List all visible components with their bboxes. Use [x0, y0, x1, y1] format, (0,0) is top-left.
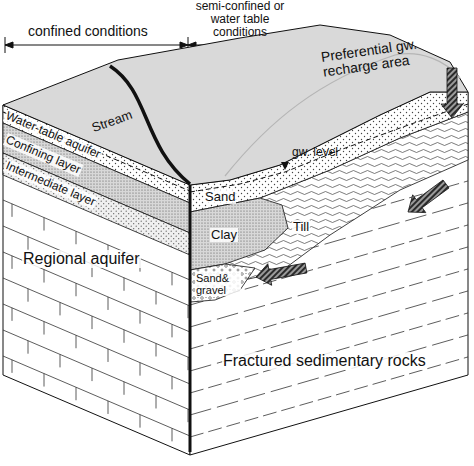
- bedrock-joint: [44, 270, 45, 283]
- bedrock-joint: [124, 330, 125, 343]
- water-table-symbol: [281, 162, 289, 170]
- diagram-label: Clay: [210, 228, 238, 242]
- bedrock-line: [3, 382, 190, 462]
- bracket-arrowhead: [5, 42, 13, 48]
- diagram-label: Preferential gw. recharge area: [320, 32, 455, 81]
- bedrock-joint: [156, 343, 157, 356]
- bedrock-joint: [12, 204, 13, 217]
- bedrock-joint: [12, 256, 13, 269]
- bedrock-joint: [28, 393, 29, 406]
- bedrock-joint: [188, 461, 189, 466]
- bedrock-joint: [76, 335, 77, 348]
- bedrock-joint: [188, 305, 189, 318]
- bedrock-line: [190, 313, 468, 393]
- diagram-label: gw. level: [292, 146, 338, 159]
- recharge-arrow: [441, 68, 463, 118]
- diagram-label: Fractured sedimentary rocks: [222, 352, 427, 370]
- bedrock-joint: [44, 218, 45, 231]
- bedrock-joint: [108, 349, 109, 362]
- bedrock-joint: [172, 324, 173, 337]
- diagram-label: Sand: [204, 190, 236, 204]
- bedrock-joint: [44, 374, 45, 387]
- bedrock-joint: [140, 415, 141, 428]
- bedrock-joint: [92, 368, 93, 381]
- bedrock-line: [190, 335, 468, 415]
- bedrock-joint: [140, 311, 141, 324]
- diagram-label: Sand& gravel: [195, 272, 241, 296]
- diagram-label: Intermediate layer: [3, 159, 98, 209]
- bedrock-joint: [12, 360, 13, 373]
- bedrock-joint: [60, 406, 61, 419]
- bedrock-joint: [124, 434, 125, 447]
- bedrock-joint: [76, 283, 77, 296]
- bedrock-line: [3, 304, 190, 384]
- bedrock-joint: [172, 376, 173, 389]
- clay-unit: [190, 198, 288, 270]
- bedrock-joint: [124, 382, 125, 395]
- bedrock-joint: [156, 395, 157, 408]
- front-edge: [189, 185, 192, 452]
- bedrock-joint: [44, 322, 45, 335]
- diagram-label: semi-confined or water table conditions: [190, 0, 290, 40]
- bedrock-joint: [60, 354, 61, 367]
- recharge-arrow: [408, 180, 449, 213]
- diagram-label: Stream: [90, 108, 134, 136]
- bedrock-joint: [172, 272, 173, 285]
- bedrock-line: [3, 278, 190, 358]
- bedrock-joint: [188, 357, 189, 370]
- bedrock-joint: [92, 420, 93, 433]
- diagram-label: Till: [292, 220, 310, 234]
- bedrock-joint: [28, 289, 29, 302]
- bedrock-line: [190, 291, 468, 371]
- sand-gravel-unit: [190, 264, 255, 302]
- bedrock-joint: [28, 341, 29, 354]
- bedrock-joint: [108, 297, 109, 310]
- land-surface: [3, 25, 468, 185]
- bedrock-line: [190, 225, 468, 305]
- bedrock-joint: [156, 447, 157, 460]
- bedrock-joint: [124, 278, 125, 291]
- bedrock-joint: [156, 291, 157, 304]
- bedrock-line: [3, 330, 190, 410]
- bedrock-line: [3, 356, 190, 436]
- bedrock-line: [190, 269, 468, 349]
- bedrock-joint: [108, 401, 109, 414]
- bedrock-joint: [140, 363, 141, 376]
- bedrock-joint: [28, 237, 29, 250]
- recharge-arrows: [256, 68, 463, 285]
- groundwater-level-line: [190, 104, 468, 192]
- bedrock-joint: [172, 428, 173, 441]
- recharge-arrow: [256, 263, 307, 285]
- bedrock-joint: [76, 231, 77, 244]
- diagram-label: confined conditions: [28, 24, 148, 39]
- bedrock-joint: [76, 387, 77, 400]
- diagram-label: Regional aquifer: [22, 250, 141, 268]
- bedrock-joint: [12, 308, 13, 321]
- bedrock-joint: [60, 302, 61, 315]
- bedrock-joint: [188, 409, 189, 422]
- bedrock-joint: [92, 316, 93, 329]
